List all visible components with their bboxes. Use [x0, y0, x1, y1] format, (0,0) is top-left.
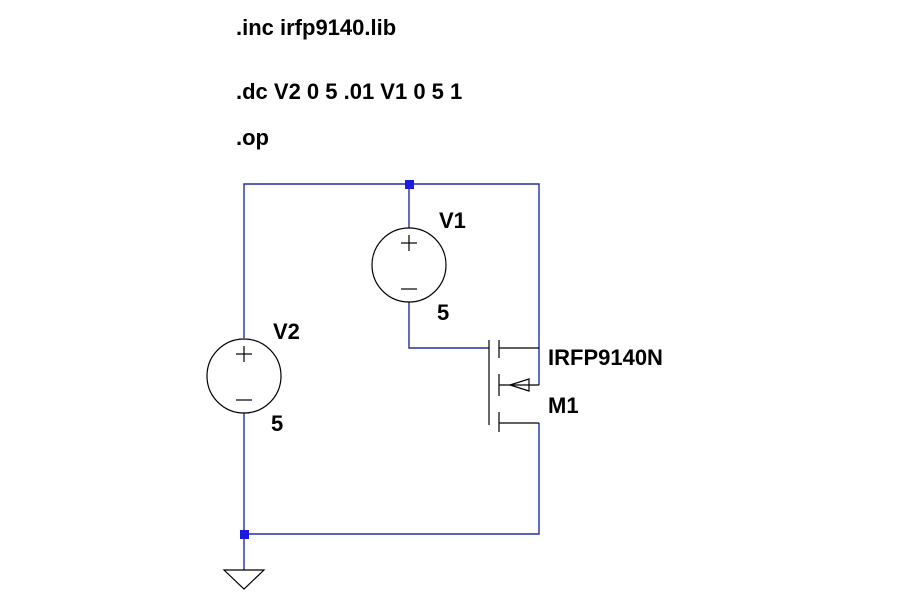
m1-model[interactable]: IRFP9140N — [548, 345, 663, 370]
junction-ground — [240, 530, 249, 539]
wires — [243, 183, 540, 570]
mosfet-m1[interactable] — [488, 340, 539, 432]
voltage-source-v1[interactable] — [371, 227, 447, 303]
v2-value[interactable]: 5 — [271, 411, 283, 436]
wire-v1-gate[interactable] — [408, 302, 489, 349]
v1-name[interactable]: V1 — [439, 208, 466, 233]
wire-drain-ground[interactable] — [244, 423, 540, 535]
ground-icon[interactable] — [222, 569, 266, 590]
junction-top — [405, 180, 414, 189]
voltage-source-v2[interactable] — [206, 338, 282, 414]
v1-value[interactable]: 5 — [437, 300, 449, 325]
m1-arrow-icon — [508, 378, 530, 392]
v2-body — [206, 338, 282, 414]
directive-op[interactable]: .op — [236, 125, 269, 150]
m1-name[interactable]: M1 — [548, 393, 579, 418]
directive-inc[interactable]: .inc irfp9140.lib — [236, 15, 396, 40]
wire-top[interactable] — [243, 183, 540, 385]
directive-dc[interactable]: .dc V2 0 5 .01 V1 0 5 1 — [236, 79, 462, 104]
v2-name[interactable]: V2 — [273, 319, 300, 344]
v1-body — [371, 227, 447, 303]
